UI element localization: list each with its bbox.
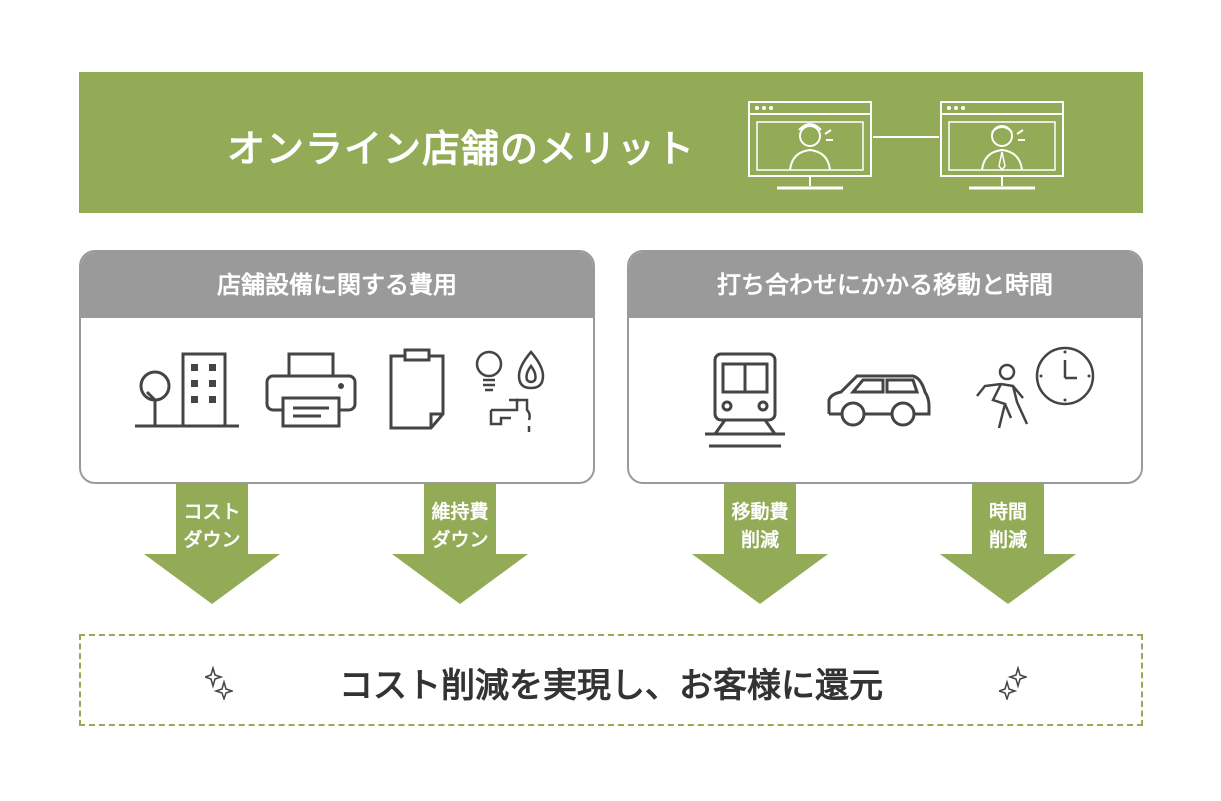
sparkle-icon bbox=[999, 666, 1027, 700]
video-call-monitor-icon bbox=[748, 101, 872, 190]
facility-cost-card: 店舗設備に関する費用 bbox=[79, 250, 595, 484]
arrow-label: 移動費削減 bbox=[731, 501, 789, 551]
down-arrow: 時間削減 bbox=[940, 484, 1076, 604]
utilities-icon bbox=[475, 350, 545, 432]
down-arrow: 維持費ダウン bbox=[392, 484, 528, 604]
building-icon bbox=[135, 352, 239, 428]
banner-title: オンライン店舗のメリット bbox=[227, 127, 696, 171]
down-arrow: 移動費削減 bbox=[692, 484, 828, 604]
arrow-label: 維持費ダウン bbox=[431, 501, 489, 551]
arrow-label: コストダウン bbox=[183, 501, 241, 551]
clipboard-icon bbox=[389, 348, 445, 430]
card-title: 打ち合わせにかかる移動と時間 bbox=[629, 252, 1141, 318]
card-title: 店舗設備に関する費用 bbox=[81, 252, 593, 318]
sparkle-icon bbox=[205, 666, 233, 700]
car-icon bbox=[827, 374, 931, 427]
travel-time-card: 打ち合わせにかかる移動と時間 bbox=[627, 250, 1143, 484]
arrow-label: 時間削減 bbox=[988, 501, 1027, 551]
printer-icon bbox=[265, 352, 357, 428]
video-call-monitor-icon bbox=[940, 101, 1064, 190]
down-arrow: コストダウン bbox=[144, 484, 280, 604]
header-banner: オンライン店舗のメリット bbox=[79, 72, 1143, 213]
result-text: コスト削減を実現し、お客様に還元 bbox=[339, 666, 883, 706]
train-icon bbox=[705, 352, 785, 448]
walking-person-clock-icon bbox=[976, 346, 1095, 429]
result-box: コスト削減を実現し、お客様に還元 bbox=[79, 634, 1143, 726]
connection-line bbox=[873, 136, 939, 138]
